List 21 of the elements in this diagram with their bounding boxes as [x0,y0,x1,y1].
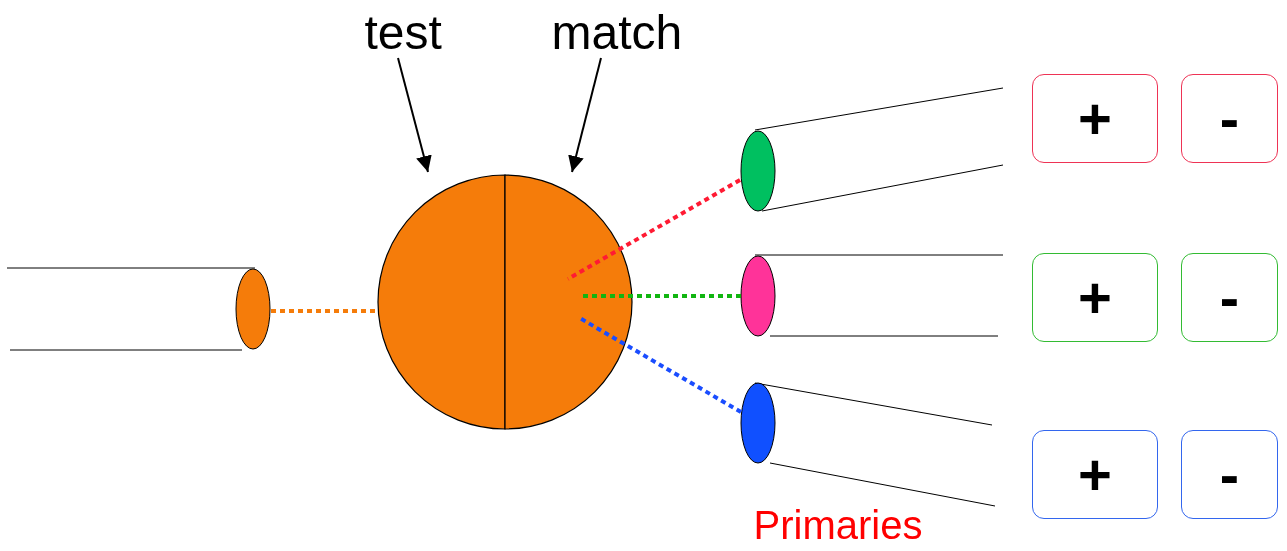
arrow [397,57,432,173]
dotted-line [577,315,742,414]
match-field-half [504,174,633,430]
lamp-disc [235,268,271,350]
adjust-button: + [1032,253,1158,342]
adjust-button: + [1032,74,1158,163]
match-label: match [551,9,683,57]
dotted-line [583,294,741,298]
adjust-button: - [1181,430,1278,519]
lamp-disc [740,130,776,212]
dotted-line [271,309,378,313]
adjust-button: - [1181,74,1278,163]
lamp-disc [740,382,776,464]
lamp-disc [740,255,776,337]
caption-label: Primaries [753,505,923,545]
adjust-button: - [1181,253,1278,342]
test-field-half [377,174,506,430]
arrow [568,57,602,173]
dotted-line [567,178,741,281]
adjust-button: + [1032,430,1158,519]
test-label: test [364,9,442,57]
